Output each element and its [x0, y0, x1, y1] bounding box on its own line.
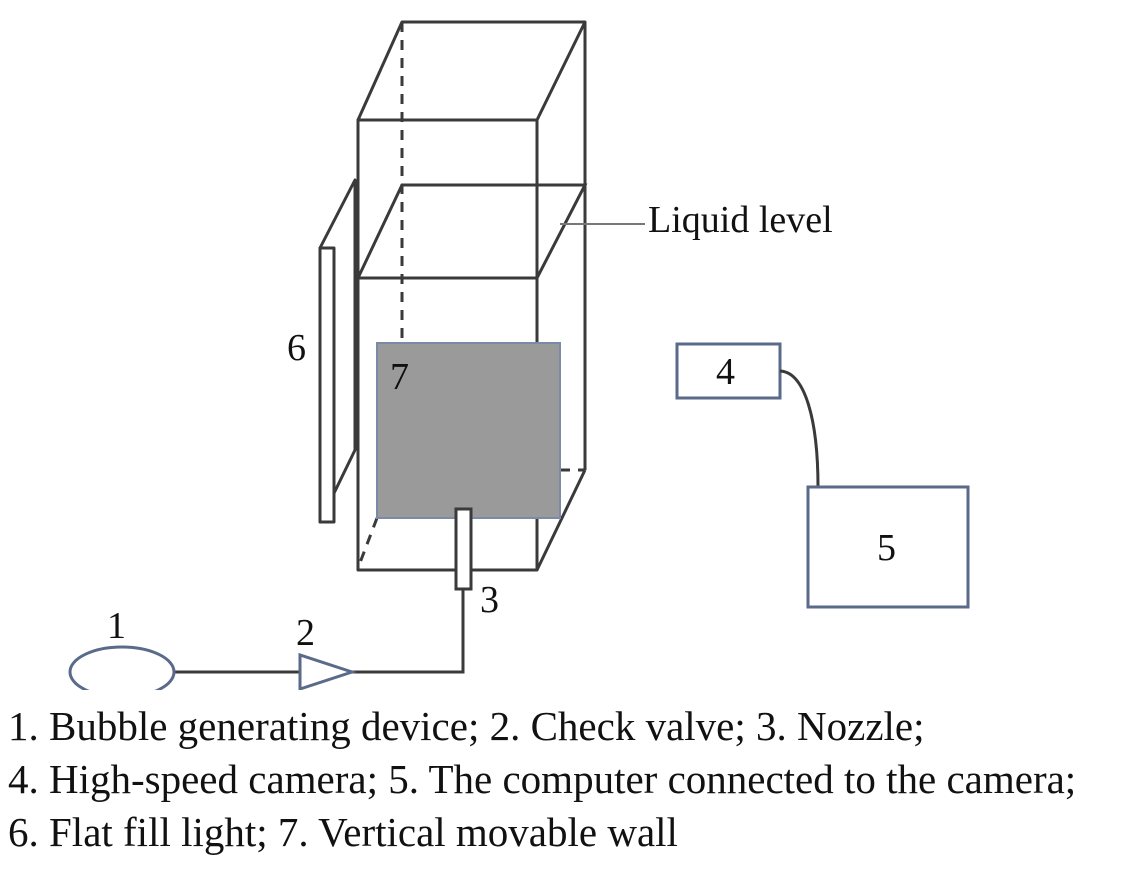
camera-cable	[779, 369, 820, 488]
label-2: 2	[296, 612, 315, 654]
label-7: 7	[390, 356, 409, 398]
label-6: 6	[287, 327, 306, 369]
liquid-level-label: Liquid level	[648, 199, 833, 241]
tank-hidden-edges	[356, 22, 585, 569]
flat-fill-light	[318, 178, 357, 524]
experimental-setup-diagram: Liquid level 6 7 3 1 2 4 5	[68, 20, 970, 690]
figure-caption: 1. Bubble generating device; 2. Check va…	[8, 700, 1138, 859]
nozzle	[454, 507, 473, 591]
computer	[806, 485, 970, 609]
bubble-generating-device	[68, 645, 176, 690]
liquid-level-plane	[355, 183, 588, 280]
label-1: 1	[107, 605, 126, 647]
label-3: 3	[480, 579, 499, 621]
check-valve	[298, 652, 357, 690]
caption-line-1: 1. Bubble generating device; 2. Check va…	[8, 703, 925, 749]
caption-line-2: 4. High-speed camera; 5. The computer co…	[8, 756, 1077, 802]
gas-tube	[175, 589, 465, 674]
label-5: 5	[877, 527, 896, 569]
label-4: 4	[716, 351, 735, 393]
caption-line-3: 6. Flat fill light; 7. Vertical movable …	[8, 809, 678, 855]
